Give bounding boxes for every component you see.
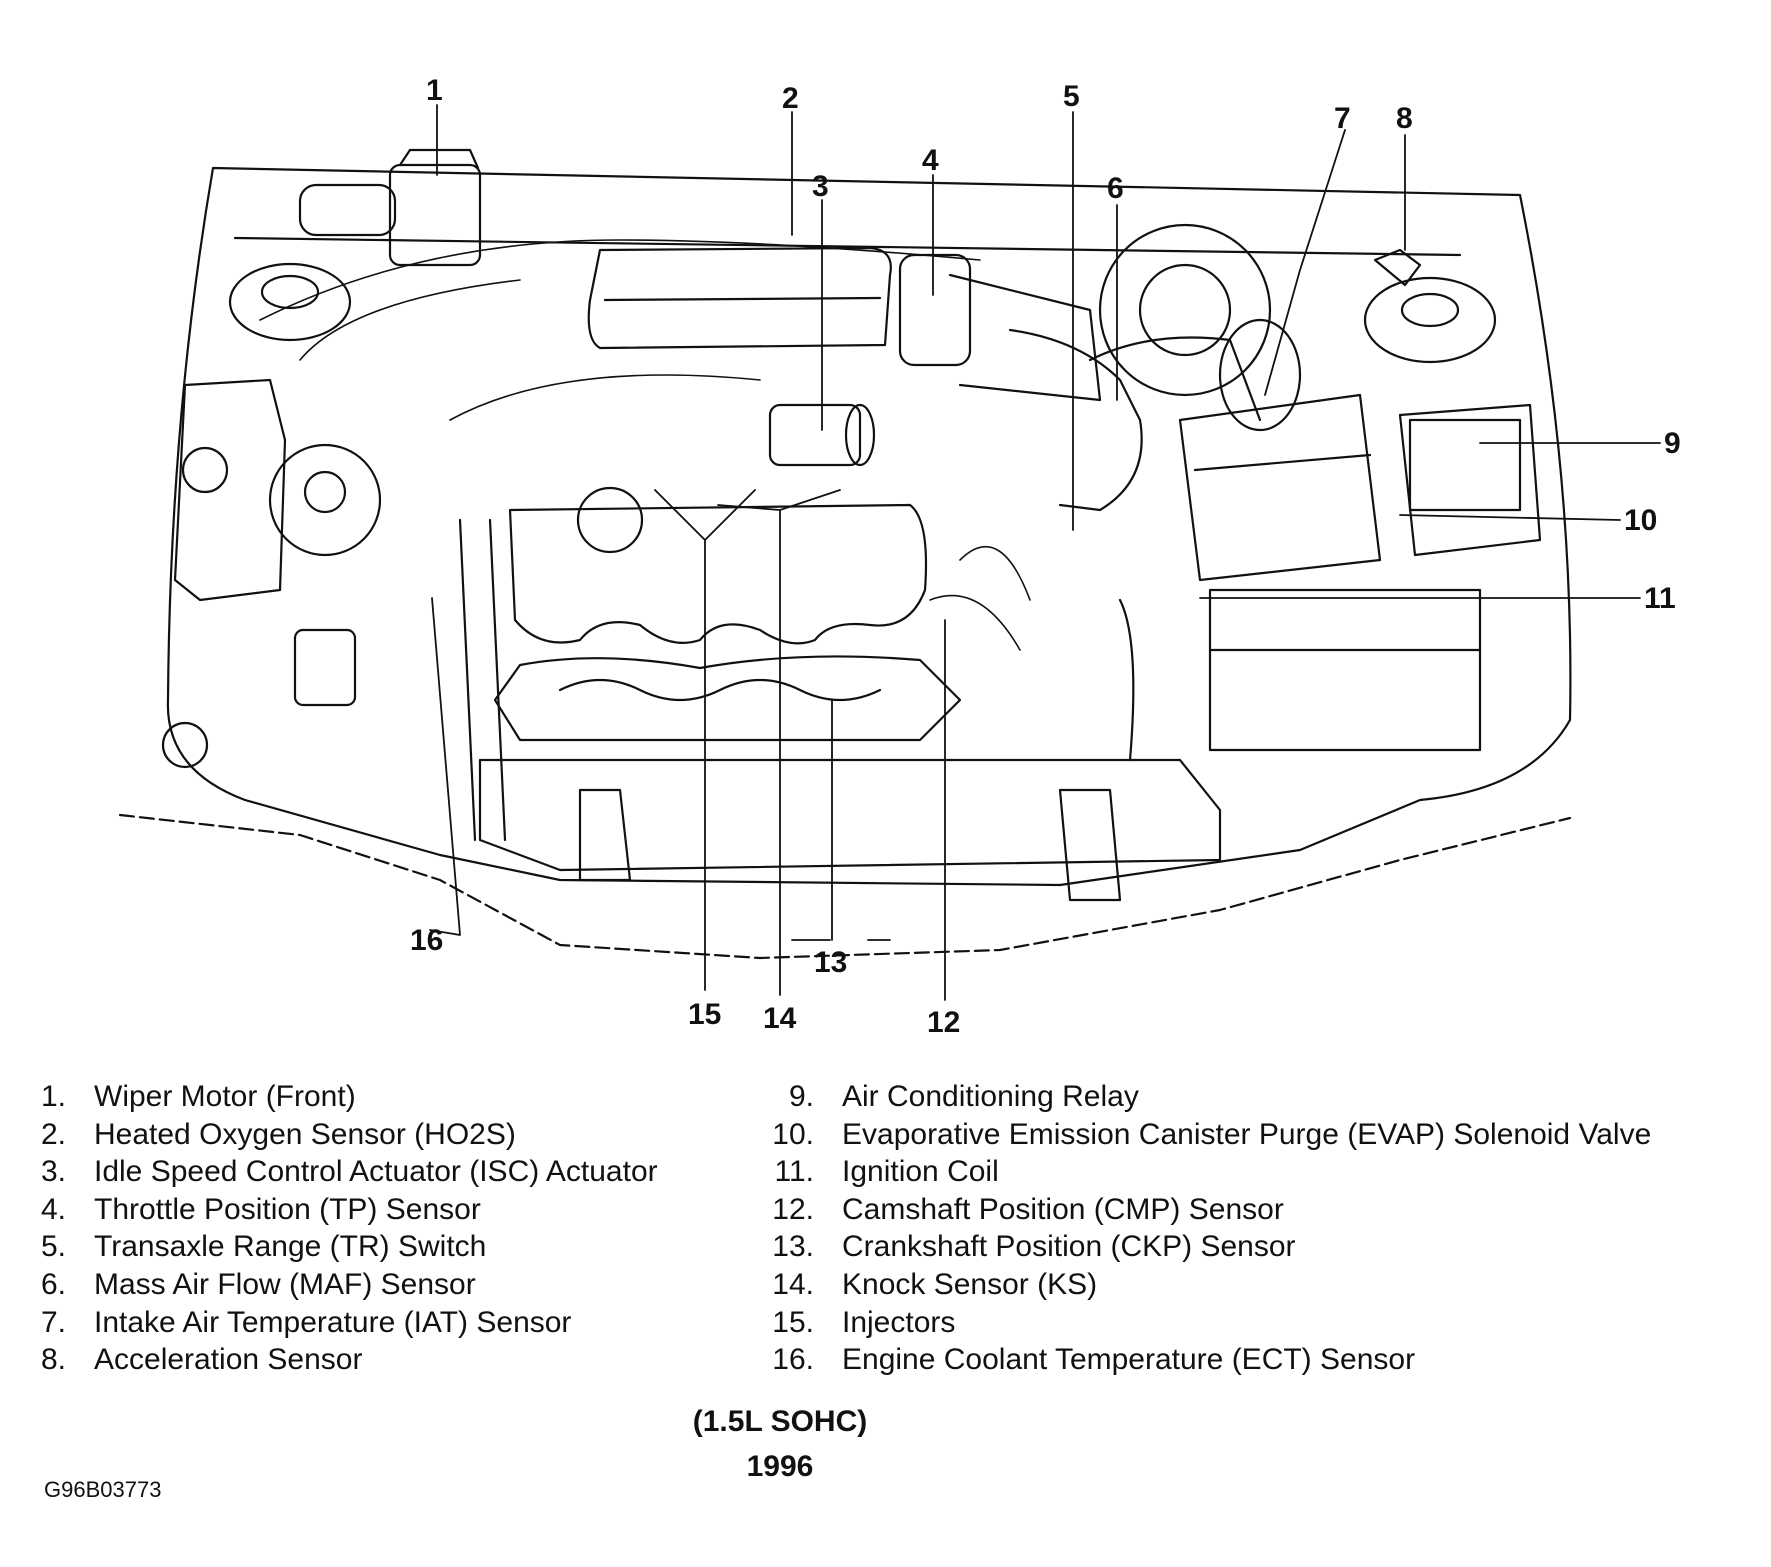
battery — [1208, 588, 1482, 752]
legend-item-label: Evaporative Emission Canister Purge (EVA… — [842, 1117, 1652, 1151]
wiring-harness — [259, 239, 1031, 651]
callout-number-6: 6 — [1107, 172, 1124, 205]
year-caption: 1996 — [746, 1450, 814, 1483]
legend-item: 11.Ignition Coil — [760, 1153, 1651, 1191]
intake-plenum — [587, 246, 892, 350]
wiper-motor — [298, 148, 482, 267]
legend-item: 12.Camshaft Position (CMP) Sensor — [760, 1191, 1651, 1229]
legend-item: 10.Evaporative Emission Canister Purge (… — [760, 1116, 1651, 1154]
legend-item: 16.Engine Coolant Temperature (ECT) Sens… — [760, 1341, 1651, 1379]
callout-number-15: 15 — [688, 998, 721, 1031]
legend-item-label: Engine Coolant Temperature (ECT) Sensor — [842, 1343, 1416, 1377]
legend-right-column: 9.Air Conditioning Relay 10.Evaporative … — [760, 1078, 1651, 1379]
callout-number-9: 9 — [1664, 427, 1681, 460]
isc-actuator — [768, 403, 876, 467]
legend-item-label: Heated Oxygen Sensor (HO2S) — [94, 1117, 516, 1151]
callout-number-16: 16 — [410, 924, 443, 957]
legend-item: 8.Acceleration Sensor — [34, 1341, 658, 1379]
legend-item: 4.Throttle Position (TP) Sensor — [34, 1191, 658, 1229]
legend-item: 14.Knock Sensor (KS) — [760, 1266, 1651, 1304]
legend-item: 5.Transaxle Range (TR) Switch — [34, 1228, 658, 1266]
legend-item-label: Injectors — [842, 1305, 956, 1339]
relay-box — [1398, 403, 1542, 557]
air-cleaner-box — [1178, 393, 1382, 582]
figure-id: G96B03773 — [44, 1477, 162, 1502]
legend-item: 1.Wiper Motor (Front) — [34, 1078, 658, 1116]
legend-item-label: Ignition Coil — [842, 1155, 999, 1189]
legend-left-column: 1.Wiper Motor (Front) 2.Heated Oxygen Se… — [34, 1078, 658, 1379]
compartment-outline — [166, 166, 1572, 887]
callout-number-8: 8 — [1396, 102, 1413, 135]
callout-number-11: 11 — [1644, 582, 1676, 615]
callout-number-7: 7 — [1334, 102, 1351, 135]
legend-item: 13.Crankshaft Position (CKP) Sensor — [760, 1228, 1651, 1266]
throttle-body — [898, 253, 1102, 402]
legend-item: 2.Heated Oxygen Sensor (HO2S) — [34, 1116, 658, 1154]
brake-booster — [1098, 223, 1272, 397]
right-strut-tower — [1363, 276, 1497, 364]
engine-compartment-diagram: 1 2 3 4 5 6 7 8 9 10 11 12 13 14 15 16 — [118, 74, 1681, 1039]
legend-item: 6.Mass Air Flow (MAF) Sensor — [34, 1266, 658, 1304]
radiator-support — [478, 758, 1222, 902]
firewall-line — [233, 236, 1462, 257]
left-strut-tower — [228, 262, 352, 342]
callout-number-10: 10 — [1624, 504, 1657, 537]
valve-cover — [508, 486, 928, 645]
leader-lines — [429, 104, 1661, 1001]
legend-item-label: Throttle Position (TP) Sensor — [94, 1192, 481, 1226]
legend-item-label: Crankshaft Position (CKP) Sensor — [842, 1230, 1296, 1264]
legend-item-label: Camshaft Position (CMP) Sensor — [842, 1192, 1284, 1226]
callout-number-12: 12 — [927, 1006, 960, 1039]
legend-item-label: Acceleration Sensor — [94, 1343, 363, 1377]
legend-item: 9.Air Conditioning Relay — [760, 1078, 1651, 1116]
legend-item-label: Intake Air Temperature (IAT) Sensor — [94, 1305, 572, 1339]
left-relay — [293, 628, 357, 707]
air-intake-duct — [1008, 318, 1302, 512]
callout-number-2: 2 — [782, 82, 799, 115]
callout-number-5: 5 — [1063, 80, 1080, 113]
washer-reservoir — [173, 378, 287, 602]
callout-number-13: 13 — [814, 946, 847, 979]
exhaust-manifold — [493, 655, 962, 742]
upper-radiator-hose — [458, 518, 507, 842]
callout-number-14: 14 — [763, 1002, 797, 1035]
legend-item-label: Mass Air Flow (MAF) Sensor — [94, 1267, 476, 1301]
callout-number-4: 4 — [922, 144, 939, 177]
legend-item: 7.Intake Air Temperature (IAT) Sensor — [34, 1304, 658, 1342]
legend-item-label: Idle Speed Control Actuator (ISC) Actuat… — [94, 1155, 658, 1189]
lower-body-line — [118, 813, 1572, 960]
legend-item-label: Air Conditioning Relay — [842, 1080, 1139, 1113]
legend-item-label: Transaxle Range (TR) Switch — [94, 1230, 487, 1264]
callout-number-3: 3 — [812, 170, 829, 203]
callout-number-1: 1 — [426, 74, 443, 107]
accel-sensor — [1373, 248, 1422, 287]
legend-item-label: Knock Sensor (KS) — [842, 1267, 1098, 1301]
power-steering-reservoir — [268, 443, 382, 557]
callout-numbers: 1 2 3 4 5 6 7 8 9 10 11 12 13 14 15 16 — [410, 74, 1681, 1039]
transaxle-tube — [1118, 598, 1135, 762]
left-bracket — [161, 721, 209, 769]
legend-item: 3.Idle Speed Control Actuator (ISC) Actu… — [34, 1153, 658, 1191]
legend-item: 15.Injectors — [760, 1304, 1651, 1342]
engine-caption: (1.5L SOHC) — [692, 1405, 868, 1438]
legend-item-label: Wiper Motor (Front) — [94, 1080, 356, 1113]
